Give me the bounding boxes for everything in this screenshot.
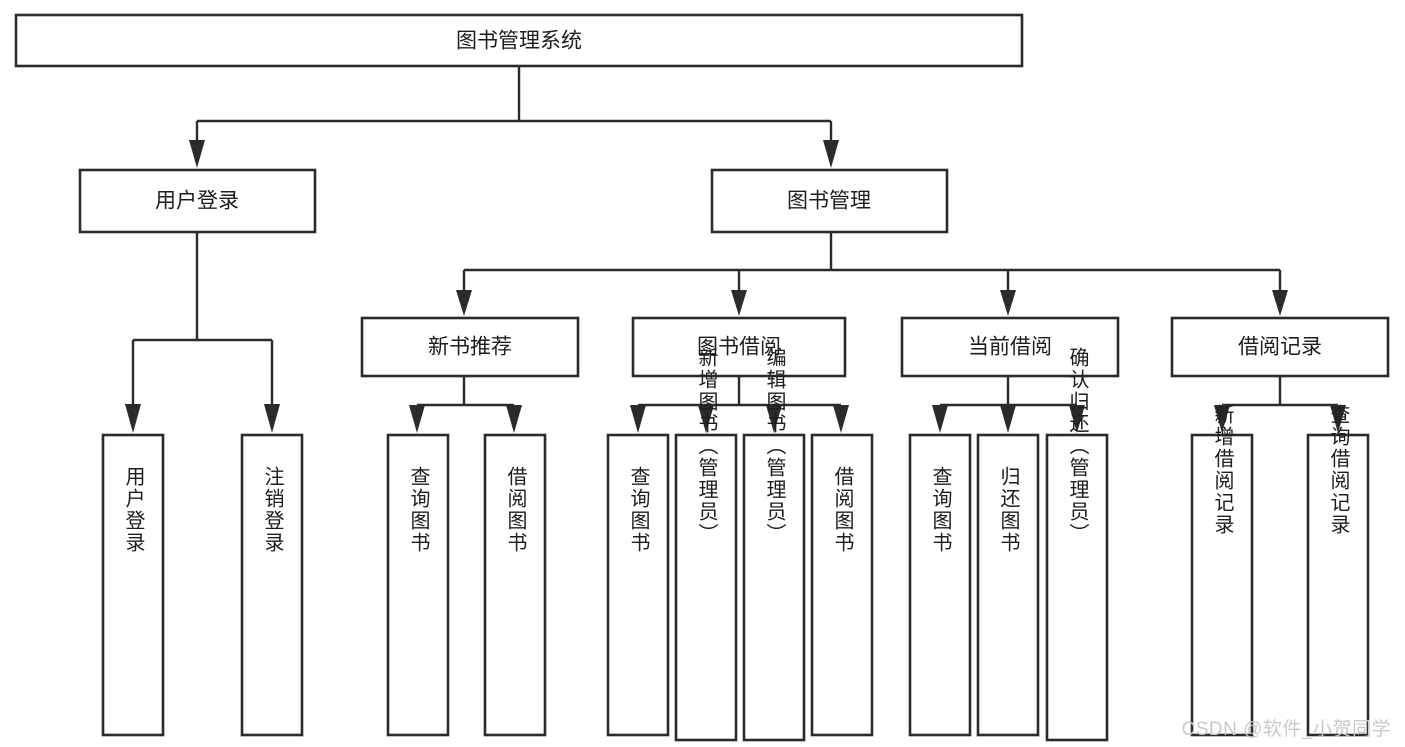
connector-group-root: [189, 66, 839, 168]
arrow-head-currentborrow-leaf1: [932, 405, 948, 433]
leaf-currentborrow-confirm-label: 确认归还（管理员）: [1066, 347, 1089, 545]
leaf-currentborrow-query-label: 查询图书: [929, 466, 952, 554]
leaf-borrowrecord-add-box[interactable]: [1190, 433, 1254, 737]
node-new-book-recommend-box[interactable]: [360, 316, 580, 378]
node-new-book-recommend-label: 新书推荐: [428, 336, 512, 359]
arrow-head-bookborrow-leaf1: [630, 405, 646, 433]
leaf-newbook-borrow-label: 借阅图书: [504, 466, 527, 554]
leaf-newbook-borrow-box[interactable]: [483, 433, 547, 737]
arrow-head-current-borrow: [1000, 290, 1016, 316]
connector-group-new-book: [409, 376, 522, 433]
leaf-node[interactable]: 确认归还（管理员）: [1045, 347, 1109, 742]
leaf-user-login-box[interactable]: [101, 433, 165, 737]
leaf-borrowrecord-add-label: 新增借阅记录: [1211, 404, 1234, 536]
leaf-currentborrow-query-box[interactable]: [908, 433, 972, 737]
leaf-newbook-query-box[interactable]: [386, 433, 450, 737]
node-root-box[interactable]: [14, 13, 1024, 68]
leaf-node[interactable]: 新增图书（管理员）: [674, 347, 738, 742]
leaf-newbook-query-label: 查询图书: [407, 466, 430, 554]
csdn-watermark: CSDN @软件_小贺同学: [1181, 719, 1391, 740]
arrow-head-user-login: [189, 140, 205, 168]
node-current-borrow-label: 当前借阅: [968, 336, 1052, 359]
arrow-head-borrowrecord-leaf1: [1214, 405, 1230, 433]
leaf-node[interactable]: 借阅图书: [810, 433, 874, 737]
leaf-borrowrecord-query-label: 查询借阅记录: [1327, 404, 1350, 536]
leaf-currentborrow-return-box[interactable]: [976, 433, 1040, 737]
node-borrow-record[interactable]: 借阅记录: [1170, 316, 1390, 378]
node-root-label: 图书管理系统: [456, 30, 582, 53]
arrow-head-new-book: [456, 290, 472, 316]
node-user-login[interactable]: 用户登录: [78, 168, 317, 234]
leaf-node[interactable]: 编辑图书（管理员）: [742, 347, 806, 742]
node-current-borrow[interactable]: 当前借阅: [900, 316, 1120, 378]
node-current-borrow-box[interactable]: [900, 316, 1120, 378]
arrow-head-newbook-leaf1: [409, 405, 425, 433]
node-user-login-label: 用户登录: [155, 190, 239, 213]
arrow-head-userlogin-leaf1: [125, 404, 141, 433]
leaf-node[interactable]: 查询借阅记录: [1306, 404, 1370, 737]
connector-group-current-borrow: [932, 376, 1085, 433]
arrow-head-currentborrow-leaf2: [1000, 405, 1016, 433]
leaf-logout-box[interactable]: [240, 433, 304, 737]
node-user-login-box[interactable]: [78, 168, 317, 234]
leaf-bookborrow-edit-box[interactable]: [742, 433, 806, 742]
arrow-head-userlogin-leaf2: [264, 404, 280, 433]
arrow-head-bookborrow-leaf2: [698, 405, 714, 433]
leaf-node[interactable]: 查询图书: [386, 433, 450, 737]
leaf-currentborrow-confirm-box[interactable]: [1045, 433, 1109, 742]
connector-group-book-mgmt: [456, 232, 1288, 316]
node-book-management[interactable]: 图书管理: [710, 168, 949, 234]
leaf-bookborrow-add-label: 新增图书（管理员）: [695, 347, 718, 545]
arrow-head-bookborrow-leaf3: [766, 405, 782, 433]
leaf-bookborrow-query-box[interactable]: [606, 433, 670, 737]
leaf-logout-label: 注销登录: [261, 466, 284, 554]
node-borrow-record-label: 借阅记录: [1238, 336, 1322, 359]
leaf-user-login-label: 用户登录: [122, 466, 145, 554]
arrow-head-bookborrow-leaf4: [833, 405, 849, 433]
arrow-head-book-borrow: [731, 290, 747, 316]
node-root[interactable]: 图书管理系统: [14, 13, 1024, 68]
node-borrow-record-box[interactable]: [1170, 316, 1390, 378]
arrow-head-borrow-record: [1272, 290, 1288, 316]
leaf-node[interactable]: 注销登录: [240, 433, 304, 737]
node-new-book-recommend[interactable]: 新书推荐: [360, 316, 580, 378]
connector-group-borrow-record: [1214, 376, 1346, 433]
arrow-head-currentborrow-leaf3: [1069, 405, 1085, 433]
arrow-head-newbook-leaf2: [506, 405, 522, 433]
leaf-node[interactable]: 查询图书: [908, 433, 972, 737]
leaf-bookborrow-borrow-box[interactable]: [810, 433, 874, 737]
leaf-bookborrow-query-label: 查询图书: [627, 466, 650, 554]
leaf-bookborrow-add-box[interactable]: [674, 433, 738, 742]
leaf-node[interactable]: 用户登录: [101, 433, 165, 737]
arrow-head-borrowrecord-leaf2: [1330, 405, 1346, 433]
connector-group-user-login: [125, 232, 280, 433]
node-book-borrow-box[interactable]: [631, 316, 847, 378]
node-book-management-box[interactable]: [710, 168, 949, 234]
leaf-bookborrow-borrow-label: 借阅图书: [831, 466, 854, 554]
leaf-node[interactable]: 归还图书: [976, 433, 1040, 737]
node-book-borrow-label: 图书借阅: [697, 336, 781, 359]
leaf-node[interactable]: 新增借阅记录: [1190, 404, 1254, 737]
node-book-management-label: 图书管理: [787, 190, 871, 213]
node-book-borrow[interactable]: 图书借阅: [631, 316, 847, 378]
leaf-currentborrow-return-label: 归还图书: [997, 466, 1020, 554]
leaf-bookborrow-edit-label: 编辑图书（管理员）: [763, 347, 786, 545]
leaf-borrowrecord-query-box[interactable]: [1306, 433, 1370, 737]
connector-group-book-borrow: [630, 376, 849, 433]
arrow-head-book-mgmt: [823, 140, 839, 168]
leaf-node[interactable]: 借阅图书: [483, 433, 547, 737]
leaf-node[interactable]: 查询图书: [606, 433, 670, 737]
